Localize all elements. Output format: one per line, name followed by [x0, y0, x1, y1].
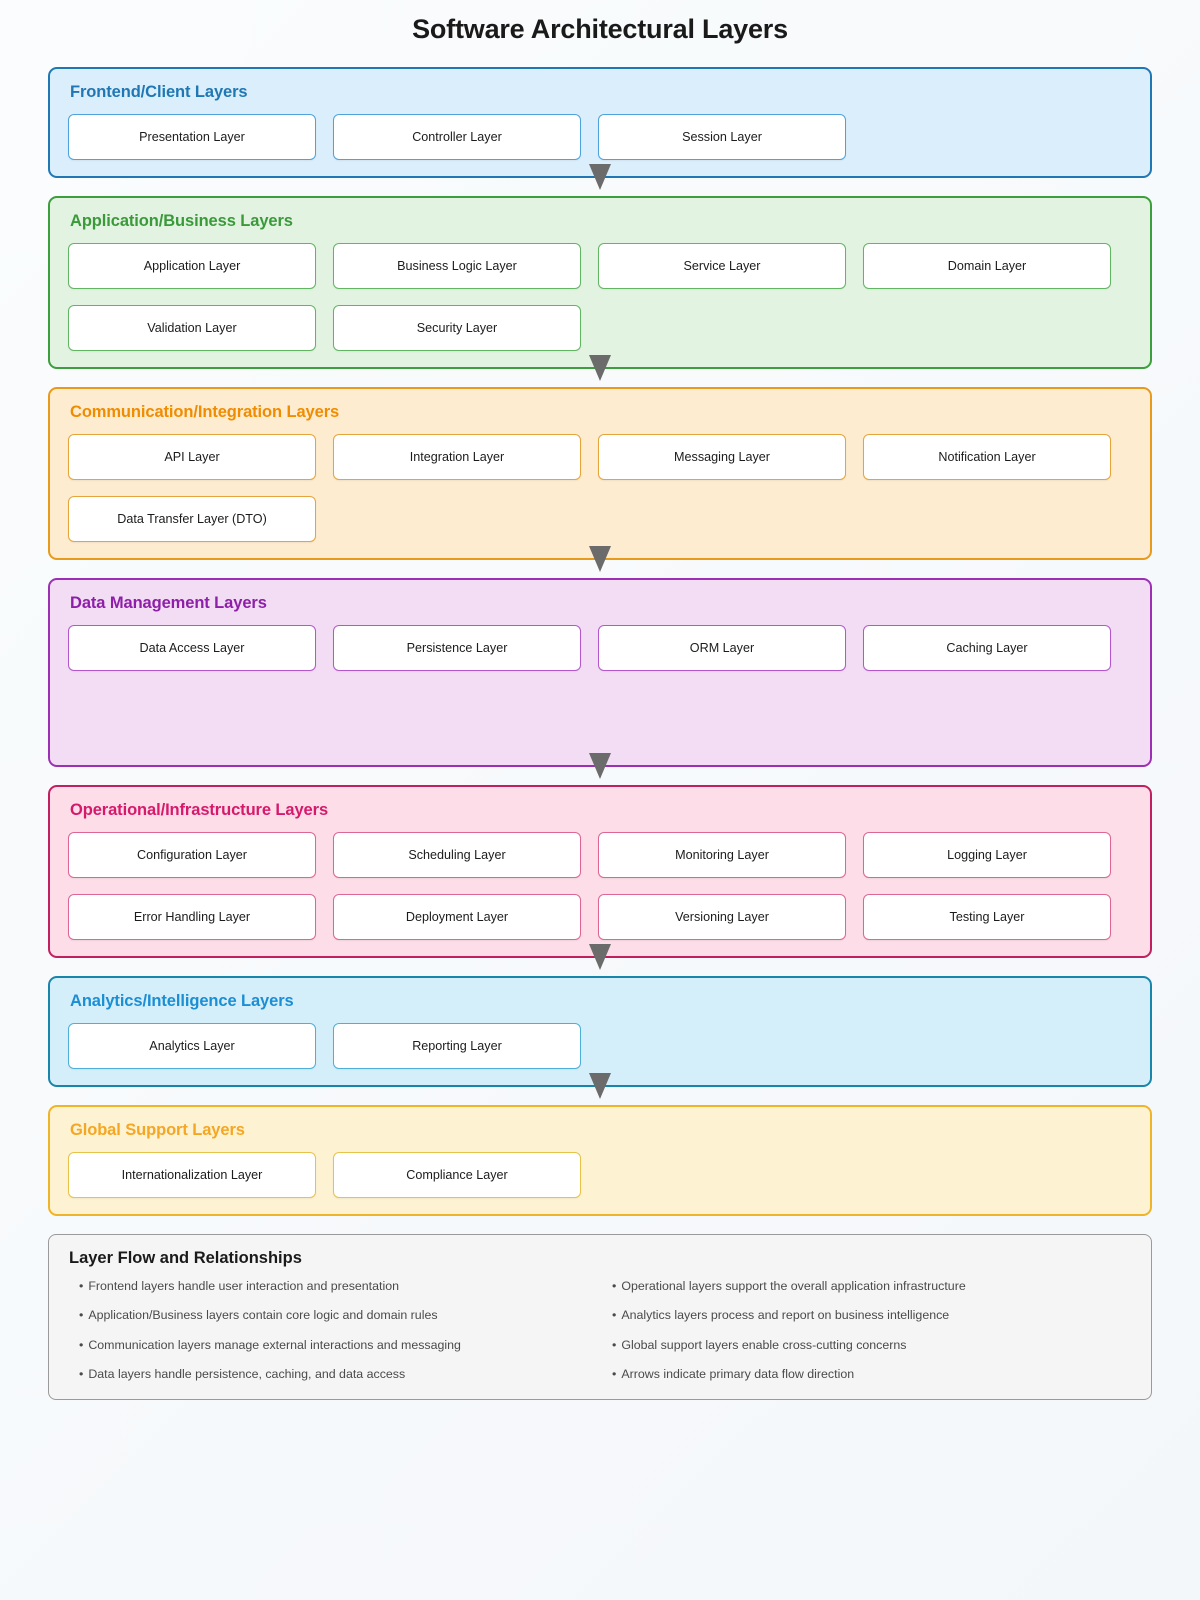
layer-box-row: Analytics Layer Reporting Layer — [68, 1023, 1132, 1069]
legend-item: • Application/Business layers contain cor… — [79, 1309, 600, 1321]
layer-box-row: Data Access Layer Persistence Layer ORM La… — [68, 625, 1132, 671]
bullet-icon: • — [79, 1308, 84, 1323]
section-title-global-support: Global Support Layers — [70, 1121, 245, 1139]
bullet-icon: • — [612, 1337, 617, 1352]
layer-box[interactable]: Caching Layer — [863, 625, 1111, 671]
page-title: Software Architectural Layers — [412, 14, 788, 44]
flow-arrow-down-icon — [589, 164, 611, 190]
layer-box[interactable]: Scheduling Layer — [333, 832, 581, 878]
layer-box[interactable]: Deployment Layer — [333, 894, 581, 940]
layer-box-row: API Layer Integration Layer Messaging Laye… — [68, 434, 1132, 542]
layer-box[interactable]: ORM Layer — [598, 625, 846, 671]
bullet-icon: • — [612, 1367, 617, 1382]
section-title-operational: Operational/Infrastructure Layers — [70, 801, 329, 819]
legend-item: • Data layers handle persistence, caching… — [79, 1368, 600, 1380]
legend-item: • Analytics layers process and report on … — [612, 1309, 1133, 1321]
legend-column-left: • Frontend layers handle user interaction… — [67, 1280, 600, 1383]
layer-box[interactable]: Messaging Layer — [598, 434, 846, 480]
legend-item: • Arrows indicate primary data flow direc… — [612, 1368, 1133, 1380]
bullet-icon: • — [79, 1279, 84, 1293]
layer-box[interactable]: Error Handling Layer — [68, 894, 316, 940]
layer-box[interactable]: Versioning Layer — [598, 894, 846, 940]
layer-box-row: Configuration Layer Scheduling Layer Monit… — [68, 832, 1132, 940]
layer-box[interactable]: API Layer — [68, 434, 316, 480]
legend-item: • Frontend layers handle user interaction… — [79, 1280, 600, 1292]
layer-box[interactable]: Logging Layer — [863, 832, 1111, 878]
layer-box[interactable]: Testing Layer — [863, 894, 1111, 940]
layer-box[interactable]: Integration Layer — [333, 434, 581, 480]
layer-box[interactable]: Domain Layer — [863, 243, 1111, 289]
legend-item-text: Application/Business layers contain core… — [88, 1308, 438, 1323]
layer-box[interactable]: Internationalization Layer — [68, 1152, 316, 1198]
layer-box[interactable]: Security Layer — [333, 305, 581, 351]
layer-box[interactable]: Session Layer — [598, 114, 846, 160]
bullet-icon: • — [79, 1337, 84, 1352]
legend-item: • Global support layers enable cross-cutt… — [612, 1339, 1133, 1351]
legend-item: • Operational layers support the overall … — [612, 1280, 1133, 1292]
layer-box[interactable]: Persistence Layer — [333, 625, 581, 671]
section-spacer — [68, 671, 1132, 749]
bullet-icon: • — [612, 1308, 617, 1323]
layer-box[interactable]: Analytics Layer — [68, 1023, 316, 1069]
legend-item-text: Analytics layers process and report on b… — [621, 1308, 950, 1323]
section-title-application: Application/Business Layers — [70, 212, 293, 230]
layer-box[interactable]: Controller Layer — [333, 114, 581, 160]
flow-arrow-down-icon — [589, 546, 611, 572]
legend-item-text: Operational layers support the overall a… — [621, 1279, 966, 1293]
legend-panel: Layer Flow and Relationships • Frontend l… — [48, 1234, 1152, 1400]
legend-item-text: Arrows indicate primary data flow direct… — [621, 1367, 855, 1382]
bullet-icon: • — [612, 1279, 617, 1293]
layer-box[interactable]: Service Layer — [598, 243, 846, 289]
legend-item-text: Frontend layers handle user interaction … — [88, 1279, 399, 1293]
layer-box-row: Presentation Layer Controller Layer Sessio… — [68, 114, 1132, 160]
legend-column-right: • Operational layers support the overall … — [600, 1280, 1133, 1383]
section-title-data-management: Data Management Layers — [70, 594, 267, 612]
section-title-analytics: Analytics/Intelligence Layers — [70, 992, 294, 1010]
legend-item-text: Global support layers enable cross-cutti… — [621, 1337, 907, 1352]
flow-arrow-down-icon — [589, 753, 611, 779]
layer-box[interactable]: Notification Layer — [863, 434, 1111, 480]
section-title-communication: Communication/Integration Layers — [70, 403, 340, 421]
layer-box[interactable]: Application Layer — [68, 243, 316, 289]
bullet-icon: • — [79, 1367, 84, 1382]
layer-box[interactable]: Business Logic Layer — [333, 243, 581, 289]
layer-box[interactable]: Presentation Layer — [68, 114, 316, 160]
legend-item-text: Communication layers manage external int… — [88, 1337, 461, 1352]
layer-box[interactable]: Monitoring Layer — [598, 832, 846, 878]
layer-box-row: Application Layer Business Logic Layer Ser… — [68, 243, 1132, 351]
legend-columns: • Frontend layers handle user interaction… — [67, 1280, 1133, 1383]
legend-item-text: Data layers handle persistence, caching,… — [88, 1367, 406, 1382]
layer-box[interactable]: Data Transfer Layer (DTO) — [68, 496, 316, 542]
layer-box-row: Internationalization Layer Compliance Lay… — [68, 1152, 1132, 1198]
layer-box[interactable]: Data Access Layer — [68, 625, 316, 671]
legend-title: Layer Flow and Relationships — [69, 1249, 302, 1267]
layer-box[interactable]: Validation Layer — [68, 305, 316, 351]
section-title-frontend: Frontend/Client Layers — [70, 83, 248, 101]
layer-box[interactable]: Configuration Layer — [68, 832, 316, 878]
legend-item: • Communication layers manage external in… — [79, 1339, 600, 1351]
flow-arrow-down-icon — [589, 944, 611, 970]
layer-box[interactable]: Compliance Layer — [333, 1152, 581, 1198]
layer-box[interactable]: Reporting Layer — [333, 1023, 581, 1069]
flow-arrow-down-icon — [589, 1073, 611, 1099]
flow-arrow-down-icon — [589, 355, 611, 381]
